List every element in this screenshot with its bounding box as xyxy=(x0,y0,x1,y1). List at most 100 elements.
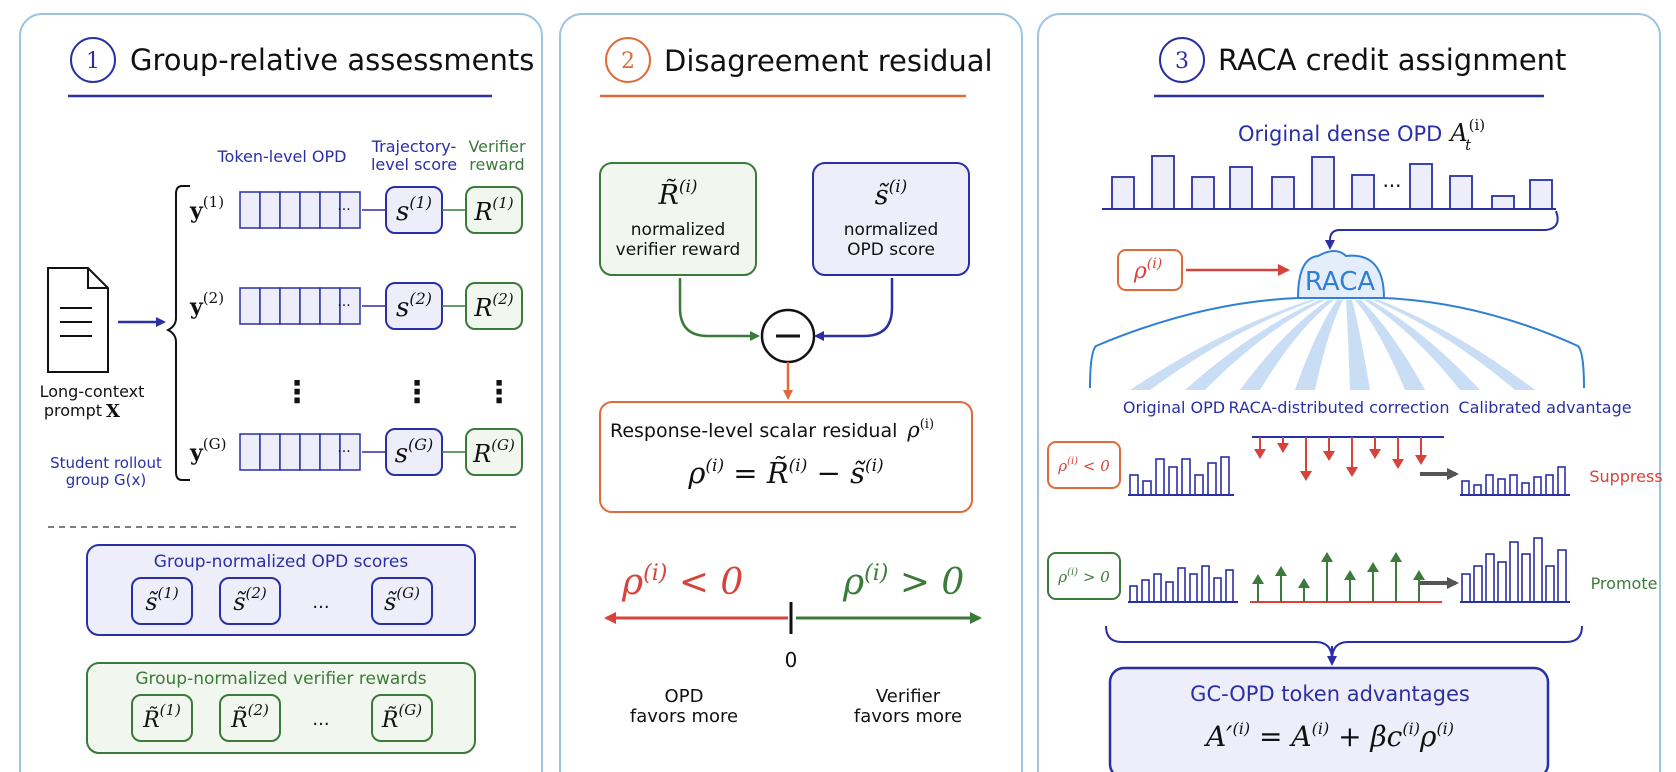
normalized-chip xyxy=(131,577,193,625)
student-label-1: Student rollout xyxy=(50,454,162,472)
normalized-chip-label: s̃(2) xyxy=(233,584,267,616)
panel-border xyxy=(19,13,543,772)
opd-box-line-1: normalized xyxy=(844,220,938,240)
verifier-box-line-1: normalized xyxy=(631,220,725,240)
mini-bar xyxy=(1473,565,1483,603)
fan-ray xyxy=(1185,300,1325,390)
col-traj-label-1: Trajectory- xyxy=(371,137,457,156)
step-number: 1 xyxy=(86,49,100,74)
correction-arrowhead xyxy=(1275,566,1287,576)
dense-bar xyxy=(1529,179,1553,210)
correction-arrowhead xyxy=(1344,570,1356,580)
token-cell xyxy=(259,433,281,471)
panel-title: RACA credit assignment xyxy=(1218,43,1566,77)
mini-bar xyxy=(1168,466,1178,496)
panel-title: Disagreement residual xyxy=(664,44,993,78)
promote-label: Promote xyxy=(1591,574,1658,593)
mini-bar xyxy=(1177,567,1186,603)
normalized-chip xyxy=(371,577,433,625)
normalized-chip xyxy=(219,694,281,742)
dense-bar xyxy=(1191,176,1215,210)
verifier-symbol: R̃(i) xyxy=(657,177,697,211)
correction-arrowhead xyxy=(1415,455,1427,465)
vertical-ellipsis: ⋮ xyxy=(402,375,432,410)
token-cell xyxy=(259,287,281,325)
mini-bar xyxy=(1509,541,1519,603)
trajectory-score-label: s(G) xyxy=(395,435,434,469)
correction-arrowhead xyxy=(1346,467,1358,477)
mini-bar xyxy=(1533,537,1543,603)
positive-badge xyxy=(1047,552,1121,600)
correction-arrowhead xyxy=(1277,443,1289,453)
correction-arrowhead xyxy=(1323,451,1335,461)
verifier-reward-label: R(G) xyxy=(472,436,515,468)
mini-bar xyxy=(1557,466,1566,496)
negative-calibrated-bars xyxy=(1460,466,1570,496)
panel-border xyxy=(559,13,1023,772)
verifier-reward-box xyxy=(465,186,523,234)
dense-to-raca-arrow xyxy=(1325,210,1559,250)
step-number-circle xyxy=(605,37,651,83)
token-cell xyxy=(339,191,361,229)
normalized-verifier-box xyxy=(599,162,757,276)
correction-arrowhead xyxy=(1392,459,1404,469)
opd-favors-2: favors more xyxy=(630,706,738,727)
rollout-row: y(1)···s(1)R(1) xyxy=(189,186,523,234)
residual-equation: ρ(i) = R̃(i) − s̃(i) xyxy=(687,456,883,490)
label-original-opd: Original OPD xyxy=(1123,398,1225,417)
verifier-to-minus-arrow xyxy=(678,278,760,341)
verifier-reward-label: R(1) xyxy=(473,194,513,226)
positive-rho-label: ρ(i) > 0 xyxy=(842,561,964,603)
positive-correction-arrows xyxy=(1250,552,1442,603)
mini-bar xyxy=(1485,474,1494,496)
correction-arrowhead xyxy=(1413,570,1425,580)
opd-score-items: s̃(1)s̃(2)s̃(G)... xyxy=(131,577,433,625)
fan-ray xyxy=(1355,300,1425,390)
rollout-label: y(1) xyxy=(189,193,224,224)
verifier-favors-1: Verifier xyxy=(876,686,941,707)
fan-ray xyxy=(1130,300,1316,390)
mini-bar xyxy=(1165,581,1174,603)
token-cell xyxy=(299,287,321,325)
mini-bar xyxy=(1521,482,1530,496)
token-cell xyxy=(299,433,321,471)
trajectory-score-label: s(2) xyxy=(396,289,432,323)
fan-ray xyxy=(1373,300,1535,390)
mini-bar xyxy=(1485,553,1495,603)
dense-bar xyxy=(1311,156,1335,210)
mini-bar xyxy=(1473,484,1482,496)
final-advantages-box xyxy=(1108,666,1550,772)
fan-right-edge xyxy=(1383,297,1585,389)
dense-bar xyxy=(1229,166,1253,210)
mini-bar xyxy=(1509,474,1518,496)
token-cell xyxy=(239,433,261,471)
mini-bar xyxy=(1545,565,1555,603)
mini-bar xyxy=(1545,474,1554,496)
token-cell xyxy=(299,191,321,229)
correction-arrowhead xyxy=(1252,574,1264,584)
normalized-chip-label: R̃(2) xyxy=(230,701,269,733)
mini-bar xyxy=(1557,549,1567,603)
positive-original-bars xyxy=(1128,565,1238,603)
label-calibrated: Calibrated advantage xyxy=(1458,398,1631,417)
negative-badge-label: ρ(i) < 0 xyxy=(1057,456,1110,475)
mini-bar xyxy=(1461,573,1471,603)
token-dots: ··· xyxy=(337,444,350,460)
correction-arrowhead xyxy=(1298,578,1310,588)
verifier-reward-box xyxy=(465,428,523,476)
correction-arrowhead xyxy=(1390,552,1402,562)
correction-arrowhead xyxy=(1367,562,1379,572)
mini-bar xyxy=(1533,476,1542,496)
rollout-row: y(G) ··· s(G) R(G) xyxy=(189,428,523,476)
positive-badge-label: ρ(i) > 0 xyxy=(1057,567,1110,586)
zero-label: 0 xyxy=(785,648,798,672)
merge-brace xyxy=(1105,625,1583,661)
rollout-label: y(G) xyxy=(189,435,226,466)
correction-arrowhead xyxy=(1300,471,1312,481)
fan-ray xyxy=(1295,300,1343,390)
fan-ray xyxy=(1240,300,1334,390)
normalized-chip-label: s̃(G) xyxy=(384,584,420,616)
